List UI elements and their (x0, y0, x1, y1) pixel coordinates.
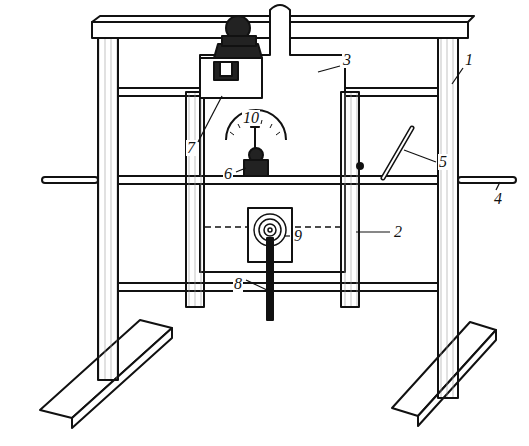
callout-number: 5 (438, 154, 448, 170)
callout-number: 1 (464, 52, 474, 68)
callout-number: 10 (242, 110, 260, 126)
callout-number: 2 (393, 224, 403, 240)
callout-number: 9 (293, 228, 303, 244)
callout-number: 4 (493, 191, 503, 207)
callout-number: 8 (233, 276, 243, 292)
callout-number: 7 (186, 140, 196, 156)
callout-number: 3 (342, 52, 352, 68)
callout-number: 6 (223, 166, 233, 182)
